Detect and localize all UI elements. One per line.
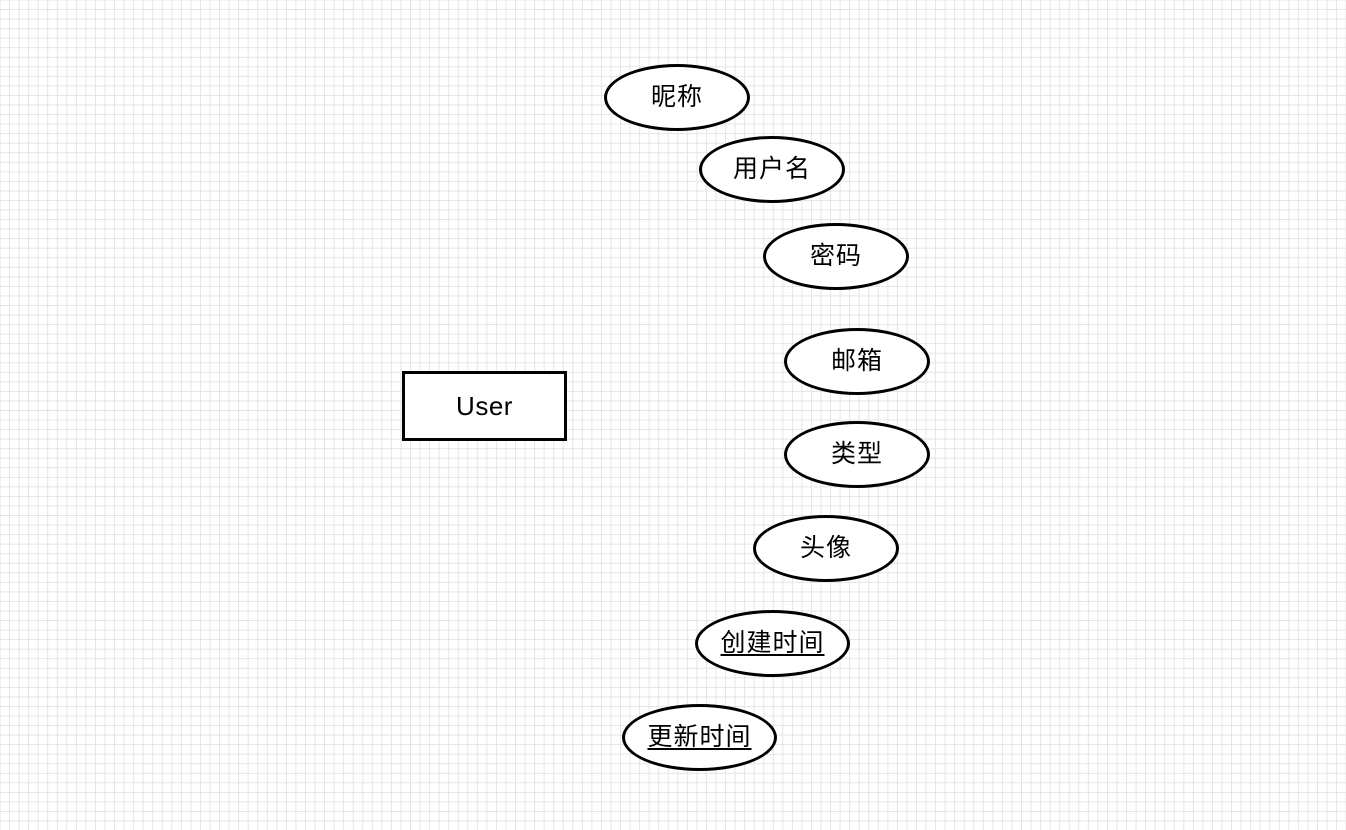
attribute-label-username: 用户名	[732, 155, 811, 183]
attribute-node-create-time[interactable]: 创建时间	[695, 610, 850, 677]
attribute-node-username[interactable]: 用户名	[699, 136, 845, 203]
attribute-label-update-time: 更新时间	[647, 723, 752, 751]
attribute-label-type: 类型	[830, 440, 883, 468]
attribute-label-nickname: 昵称	[650, 83, 703, 111]
attribute-node-update-time[interactable]: 更新时间	[622, 704, 777, 771]
attribute-node-avatar[interactable]: 头像	[753, 515, 899, 582]
attribute-node-email[interactable]: 邮箱	[784, 328, 930, 395]
attribute-label-email: 邮箱	[830, 347, 883, 375]
attribute-label-avatar: 头像	[799, 534, 852, 562]
attribute-label-create-time: 创建时间	[720, 629, 825, 657]
entity-label-user: User	[456, 390, 513, 421]
attribute-node-nickname[interactable]: 昵称	[604, 64, 750, 131]
attribute-label-password: 密码	[809, 242, 862, 270]
entity-node-user[interactable]: User	[402, 371, 567, 441]
attribute-node-password[interactable]: 密码	[763, 223, 909, 290]
attribute-node-type[interactable]: 类型	[784, 421, 930, 488]
